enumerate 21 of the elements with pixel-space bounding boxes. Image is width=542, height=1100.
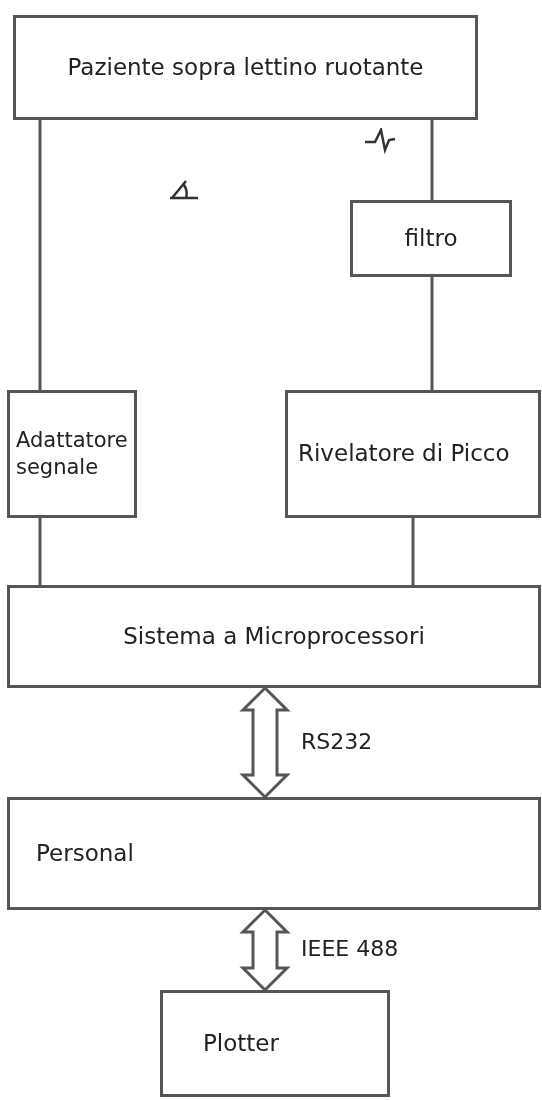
process-box: [285, 390, 541, 518]
box-label: Adattatore segnale: [16, 426, 129, 481]
double-arrow: [239, 907, 291, 993]
connector-line: [38, 120, 42, 390]
process-box: [7, 797, 541, 910]
box-label: Rivelatore di Picco: [298, 439, 511, 469]
box-label: Sistema a Microprocessori: [122, 621, 426, 651]
connector-line: [430, 120, 434, 200]
box-label: filtro: [403, 223, 459, 253]
connector-line: [411, 518, 415, 585]
process-box: [350, 200, 512, 277]
double-arrow: [239, 685, 291, 800]
process-box: [13, 15, 478, 120]
process-box: [7, 390, 137, 518]
process-box: [160, 990, 390, 1097]
connector-line: [430, 277, 434, 390]
box-label: Plotter: [203, 1028, 280, 1058]
box-label: Personal: [36, 838, 135, 868]
process-box: [7, 585, 541, 688]
connector-line: [38, 518, 42, 585]
box-label: Paziente sopra lettino ruotante: [66, 52, 425, 82]
